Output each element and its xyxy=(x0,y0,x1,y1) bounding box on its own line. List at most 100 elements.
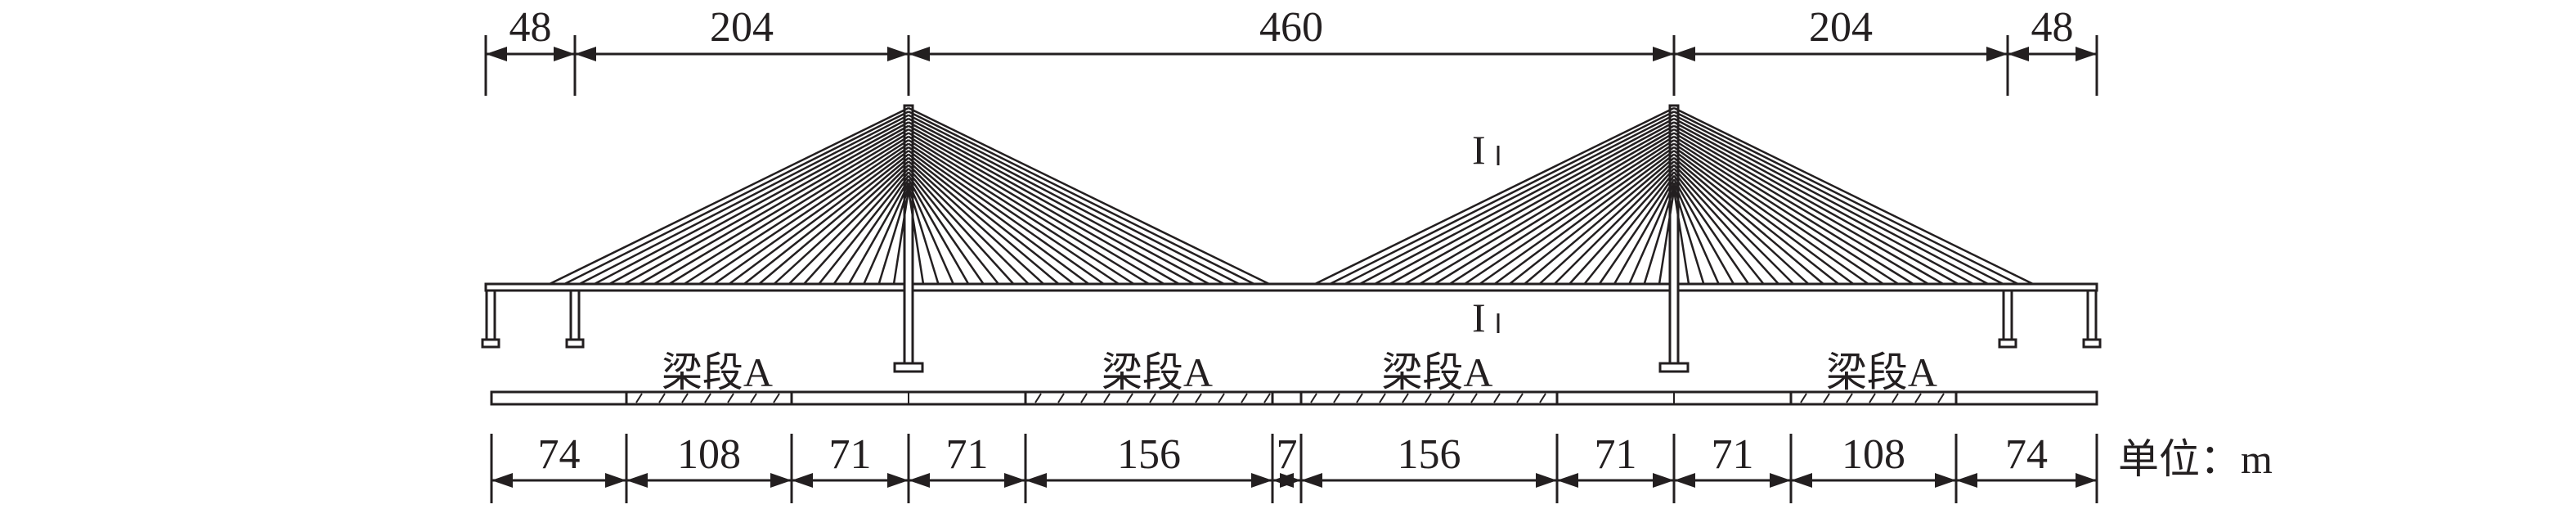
stay-cable xyxy=(1658,189,1676,285)
stay-cable xyxy=(773,160,909,285)
stay-cable xyxy=(1673,132,1929,286)
hatch-line xyxy=(1034,393,1042,403)
stay-cable xyxy=(1672,182,1720,285)
hatch-line xyxy=(1470,393,1478,403)
segment-a-label: 梁段A xyxy=(1102,349,1213,395)
hatch-line xyxy=(1103,393,1111,403)
stay-cable xyxy=(908,168,1015,285)
pier-footing xyxy=(2082,338,2102,349)
hatch-line xyxy=(1800,393,1807,403)
stay-cable xyxy=(1672,189,1690,285)
segment-a-label: 梁段A xyxy=(662,349,773,395)
hatch-line xyxy=(1172,393,1179,403)
stay-cable xyxy=(1509,153,1675,285)
stay-cable xyxy=(1628,182,1676,285)
stay-cable xyxy=(908,150,1090,286)
stay-cable xyxy=(1404,128,1675,286)
stay-cable xyxy=(1434,135,1675,286)
stay-cable xyxy=(907,182,954,285)
pier-footing xyxy=(481,338,500,349)
hatch-line xyxy=(704,393,711,403)
hatch-line xyxy=(1379,393,1386,403)
dimension-label: 48 xyxy=(2031,4,2074,51)
hatch-line xyxy=(1263,393,1271,403)
stay-cable xyxy=(1673,114,2004,286)
dimension-label: 48 xyxy=(509,4,552,51)
dimension-label: 460 xyxy=(1259,4,1323,51)
hatch-line xyxy=(1425,393,1432,403)
stay-cable xyxy=(1673,164,1795,285)
stay-cable xyxy=(1673,106,2034,286)
stay-cable xyxy=(908,124,1195,286)
hatch-line xyxy=(1539,393,1546,403)
hatch-line xyxy=(1333,393,1340,403)
arrowhead xyxy=(1536,473,1557,488)
pier-footing xyxy=(1998,338,2017,349)
stay-cable xyxy=(908,110,1255,286)
hatch-line xyxy=(1195,393,1202,403)
stay-cable xyxy=(1419,132,1675,286)
stay-cable xyxy=(908,146,1105,286)
hatch-line xyxy=(635,393,643,403)
hatch-line xyxy=(773,393,780,403)
segment-a-label: 梁段A xyxy=(1826,349,1937,395)
hatch-line xyxy=(1356,393,1363,403)
hatch-line xyxy=(1310,393,1317,403)
dimension-label: 204 xyxy=(1809,4,1873,51)
pylon-footing xyxy=(893,362,924,373)
stay-cable xyxy=(907,186,940,285)
stay-cable xyxy=(908,153,1075,285)
stay-cable xyxy=(1673,153,1839,285)
stay-cable xyxy=(908,164,1030,285)
dimension-label: 7 xyxy=(1277,431,1298,478)
stay-cable xyxy=(1613,178,1676,285)
stay-cable xyxy=(788,164,909,285)
stay-cable xyxy=(908,117,1225,286)
stay-cable xyxy=(1314,106,1675,286)
hatch-line xyxy=(1126,393,1133,403)
stay-cable xyxy=(1389,124,1675,286)
arrowhead xyxy=(770,473,792,488)
section-mark-upper: I xyxy=(1472,127,1486,173)
stay-cable xyxy=(623,124,909,286)
arrowhead xyxy=(1557,473,1578,488)
stay-cable xyxy=(1673,128,1944,286)
arrowhead xyxy=(1986,47,2008,61)
stay-cable xyxy=(908,135,1150,286)
segment-a-hatch xyxy=(1299,390,1559,406)
arrowhead xyxy=(1770,473,1791,488)
stay-cable xyxy=(713,146,909,286)
arrowhead xyxy=(887,47,909,61)
stay-cable xyxy=(1583,171,1675,285)
hatch-line xyxy=(1823,393,1830,403)
arrowhead xyxy=(1004,473,1025,488)
stay-cable xyxy=(908,114,1240,286)
stay-cable xyxy=(608,121,909,286)
stay-cable xyxy=(1449,139,1675,286)
arrowhead xyxy=(909,473,930,488)
hatch-line xyxy=(1218,393,1225,403)
segment-bar xyxy=(490,390,2098,406)
hatch-line xyxy=(1447,393,1455,403)
stay-cable xyxy=(1359,117,1675,286)
stay-cable xyxy=(818,171,909,285)
hatch-line xyxy=(1057,393,1065,403)
dimension-label: 74 xyxy=(538,431,581,478)
dimension-label: 156 xyxy=(1398,431,1461,478)
dimension-label: 71 xyxy=(829,431,872,478)
hatch-line xyxy=(1892,393,1899,403)
stay-cable xyxy=(1673,139,1899,286)
stay-cable xyxy=(743,153,909,285)
arrowhead xyxy=(1674,47,1695,61)
arrowhead xyxy=(1280,473,1301,488)
auxiliary-pier xyxy=(2002,289,2013,341)
arrowhead xyxy=(1025,473,1047,488)
stay-cable xyxy=(653,132,909,286)
stay-cable xyxy=(1344,114,1675,286)
pier-footing xyxy=(565,338,585,349)
hatch-line xyxy=(1149,393,1156,403)
pylon-footing xyxy=(1658,362,1690,373)
dimension-label: 156 xyxy=(1117,431,1181,478)
